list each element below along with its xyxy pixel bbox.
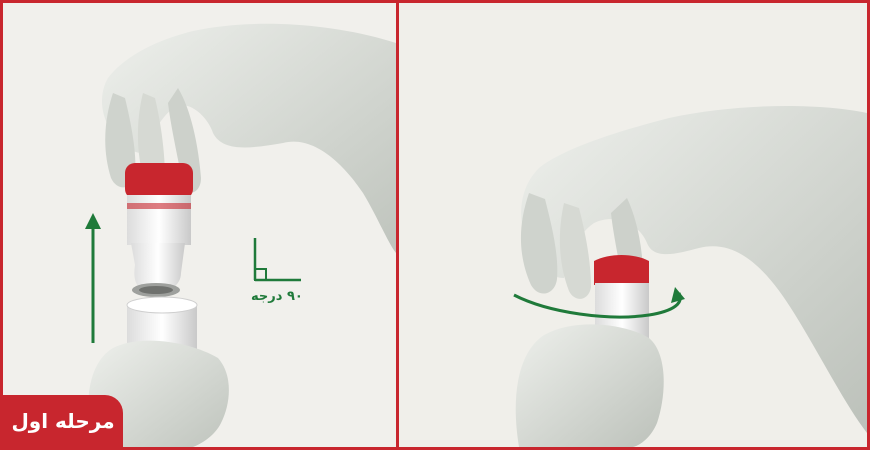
panel-step-one: ۹۰ درجه [3,3,396,447]
panel-step-two [399,3,867,447]
step-label: مرحله اول [3,395,123,447]
lower-hand [516,324,664,447]
step-two-illustration [399,3,867,447]
angle-label: ۹۰ درجه [251,289,303,304]
step-one-illustration [3,3,396,447]
